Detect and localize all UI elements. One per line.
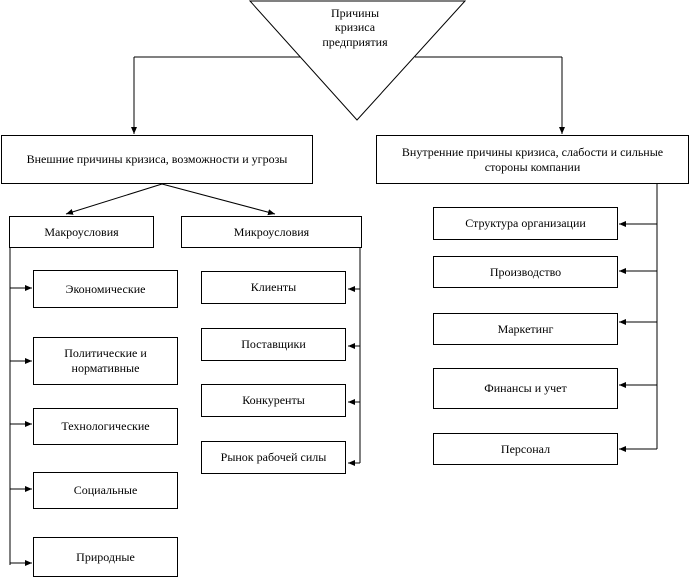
macro-item-technological: Технологические bbox=[33, 408, 178, 445]
macro-item-label: Экономические bbox=[65, 281, 146, 296]
macro-item-political: Политические и нормативные bbox=[33, 337, 178, 385]
internal-item-label: Структура организации bbox=[465, 216, 586, 230]
top-title-line2: кризиса bbox=[334, 20, 376, 35]
macro-item-label: Технологические bbox=[61, 419, 150, 433]
internal-item-personnel: Персонал bbox=[433, 433, 618, 465]
internal-item-marketing: Маркетинг bbox=[433, 313, 618, 345]
internal-causes-box: Внутренние причины кризиса, слабости и с… bbox=[376, 135, 689, 184]
micro-item-label: Поставщики bbox=[241, 337, 306, 351]
micro-item-label: Рынок рабочей силы bbox=[220, 450, 327, 464]
micro-item-suppliers: Поставщики bbox=[201, 328, 346, 361]
micro-conditions-label: Микроусловия bbox=[233, 224, 310, 239]
external-causes-box: Внешние причины кризиса, возможности и у… bbox=[1, 135, 313, 184]
top-title-line1: Причины bbox=[330, 6, 380, 20]
micro-item-labor-market: Рынок рабочей силы bbox=[201, 441, 346, 474]
macro-item-label: Политические и нормативные bbox=[64, 346, 147, 375]
micro-item-competitors: Конкуренты bbox=[201, 384, 346, 417]
internal-item-label: Персонал bbox=[500, 441, 551, 456]
macro-item-label: Природные bbox=[76, 549, 135, 564]
macro-conditions-box: Макроусловия bbox=[9, 216, 154, 248]
internal-causes-label: Внутренние причины кризиса, слабости и с… bbox=[401, 144, 664, 174]
macro-conditions-label: Макроусловия bbox=[44, 224, 119, 239]
internal-item-label: Маркетинг bbox=[497, 321, 554, 336]
micro-item-label: Клиенты bbox=[250, 280, 297, 294]
top-title: Причины кризиса предприятия bbox=[305, 6, 405, 49]
external-causes-label: Внешние причины кризиса, возможности и у… bbox=[26, 152, 288, 166]
macro-item-social: Социальные bbox=[33, 472, 178, 509]
micro-item-label: Конкуренты bbox=[242, 393, 305, 407]
internal-item-finance: Финансы и учет bbox=[433, 368, 618, 409]
macro-item-label: Социальные bbox=[73, 483, 138, 497]
internal-item-production: Производство bbox=[433, 256, 618, 288]
top-title-line3: предприятия bbox=[322, 34, 388, 49]
micro-conditions-box: Микроусловия bbox=[181, 216, 362, 248]
macro-item-economic: Экономические bbox=[33, 270, 178, 308]
macro-item-natural: Природные bbox=[33, 537, 178, 577]
internal-item-label: Производство bbox=[489, 264, 562, 279]
micro-item-clients: Клиенты bbox=[201, 271, 346, 304]
internal-item-structure: Структура организации bbox=[433, 207, 618, 240]
top-triangle bbox=[248, 0, 467, 121]
internal-item-label: Финансы и учет bbox=[484, 381, 567, 395]
